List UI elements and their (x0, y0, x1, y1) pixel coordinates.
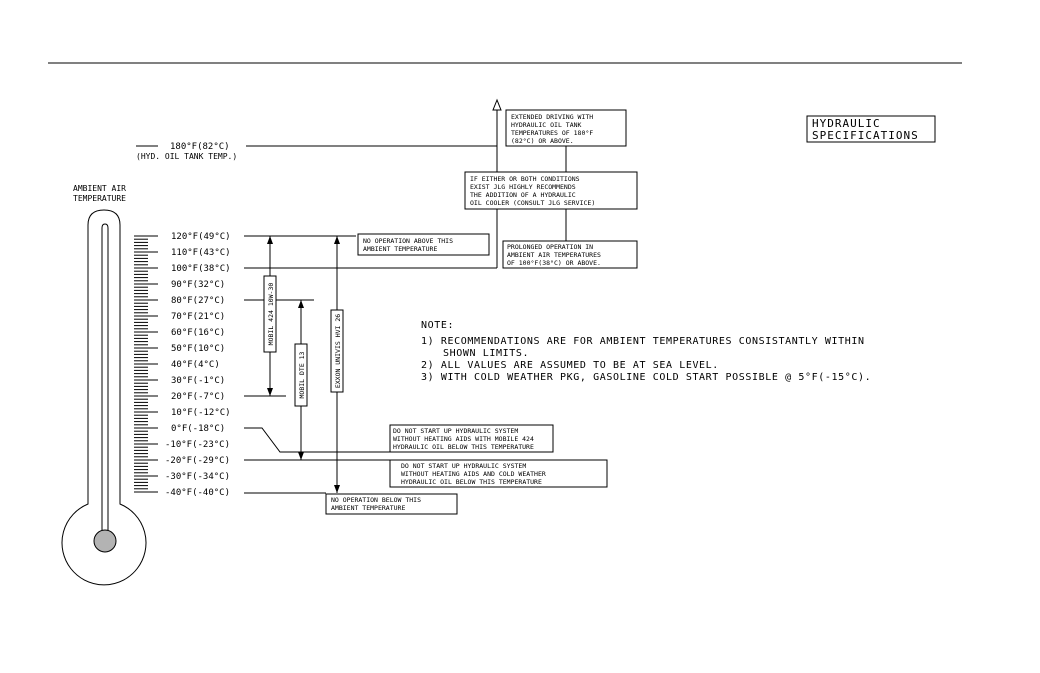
svg-text:THE ADDITION OF A HYDRAULIC: THE ADDITION OF A HYDRAULIC (470, 191, 576, 199)
svg-text:HYDRAULIC OIL BELOW THIS TEMPE: HYDRAULIC OIL BELOW THIS TEMPERATURE (401, 478, 542, 486)
temp-label-minus-40: -40°F(-40°C) (165, 488, 230, 498)
oil-label-mobil-424: MOBIL 424 10W-30 (267, 283, 275, 346)
svg-text:NO OPERATION ABOVE THIS: NO OPERATION ABOVE THIS (363, 237, 453, 245)
temp-label-90: 90°F(32°C) (171, 280, 225, 290)
temp-label-110: 110°F(43°C) (171, 248, 231, 258)
note-2: 2) ALL VALUES ARE ASSUMED TO BE AT SEA L… (421, 360, 719, 371)
temp-label-50: 50°F(10°C) (171, 344, 225, 354)
temperature-scale-ticks (134, 235, 158, 493)
svg-text:PROLONGED OPERATION IN: PROLONGED OPERATION IN (507, 243, 593, 251)
temperature-labels: 120°F(49°C) 110°F(43°C) 100°F(38°C) 90°F… (165, 232, 497, 498)
svg-text:WITHOUT HEATING AIDS WITH MOBI: WITHOUT HEATING AIDS WITH MOBILE 424 (393, 435, 534, 443)
svg-text:NO OPERATION BELOW THIS: NO OPERATION BELOW THIS (331, 496, 421, 504)
title-line-2: SPECIFICATIONS (812, 129, 919, 142)
tank-temp-value: 180°F(82°C) (170, 142, 230, 152)
callout-no-operation-above: NO OPERATION ABOVE THIS AMBIENT TEMPERAT… (357, 233, 490, 256)
svg-text:AMBIENT TEMPERATURE: AMBIENT TEMPERATURE (363, 245, 437, 253)
svg-text:EXIST JLG HIGHLY RECOMMENDS: EXIST JLG HIGHLY RECOMMENDS (470, 183, 576, 191)
note-3: 3) WITH COLD WEATHER PKG, GASOLINE COLD … (421, 372, 871, 383)
svg-text:HYDRAULIC OIL TANK: HYDRAULIC OIL TANK (511, 121, 582, 129)
ambient-label-line-2: TEMPERATURE (73, 194, 126, 203)
svg-text:AMBIENT TEMPERATURE: AMBIENT TEMPERATURE (331, 504, 405, 512)
thermometer-bulb (93, 529, 117, 553)
temp-label-30: 30°F(-1°C) (171, 376, 225, 386)
temp-label-0: 0°F(-18°C) (171, 424, 225, 434)
oil-range-mobil-424: MOBIL 424 10W-30 (263, 236, 277, 396)
svg-text:OIL COOLER (CONSULT JLG SERVIC: OIL COOLER (CONSULT JLG SERVICE) (470, 199, 595, 207)
callout-no-start-mobil-424: DO NOT START UP HYDRAULIC SYSTEM WITHOUT… (389, 424, 554, 453)
oil-range-mobil-dte: MOBIL DTE 13 (294, 300, 308, 460)
temp-label-20: 20°F(-7°C) (171, 392, 225, 402)
oil-label-mobil-dte: MOBIL DTE 13 (298, 351, 306, 398)
ambient-label-line-1: AMBIENT AIR (73, 184, 126, 193)
temp-label-minus-20: -20°F(-29°C) (165, 456, 230, 466)
tank-temp-marker: 180°F(82°C) (HYD. OIL TANK TEMP.) (136, 142, 497, 161)
svg-text:HYDRAULIC OIL BELOW THIS TEMPE: HYDRAULIC OIL BELOW THIS TEMPERATURE (393, 443, 534, 451)
temp-label-40: 40°F(4°C) (171, 360, 220, 370)
notes-block: NOTE: 1) RECOMMENDATIONS ARE FOR AMBIENT… (421, 320, 871, 383)
tank-temp-note: (HYD. OIL TANK TEMP.) (136, 152, 237, 161)
temp-label-70: 70°F(21°C) (171, 312, 225, 322)
temp-label-minus-30: -30°F(-34°C) (165, 472, 230, 482)
callout-no-operation-below: NO OPERATION BELOW THIS AMBIENT TEMPERAT… (325, 493, 458, 515)
callout-prolonged-operation: PROLONGED OPERATION IN AMBIENT AIR TEMPE… (502, 240, 638, 269)
temp-label-120: 120°F(49°C) (171, 232, 231, 242)
temp-label-10: 10°F(-12°C) (171, 408, 231, 418)
svg-text:TEMPERATURES OF 180°F: TEMPERATURES OF 180°F (511, 129, 593, 137)
title-box: HYDRAULIC SPECIFICATIONS (806, 115, 936, 143)
thermometer (61, 209, 147, 586)
temp-label-80: 80°F(27°C) (171, 296, 225, 306)
svg-text:EXTENDED DRIVING WITH: EXTENDED DRIVING WITH (511, 113, 593, 121)
svg-text:DO NOT START UP HYDRAULIC SYST: DO NOT START UP HYDRAULIC SYSTEM (401, 462, 526, 470)
svg-text:IF EITHER OR BOTH CONDITIONS: IF EITHER OR BOTH CONDITIONS (470, 175, 580, 183)
notes-heading: NOTE: (421, 320, 454, 331)
oil-range-exxon: EXXON UNIVIS HVI 26 (330, 236, 344, 493)
svg-text:(82°C) OR ABOVE.: (82°C) OR ABOVE. (511, 137, 574, 145)
svg-text:WITHOUT HEATING AIDS AND COLD: WITHOUT HEATING AIDS AND COLD WEATHER (401, 470, 546, 478)
temp-label-minus-10: -10°F(-23°C) (165, 440, 230, 450)
callout-oil-cooler: IF EITHER OR BOTH CONDITIONS EXIST JLG H… (464, 171, 638, 210)
callout-no-start-cold-weather: DO NOT START UP HYDRAULIC SYSTEM WITHOUT… (389, 459, 608, 488)
svg-text:DO NOT START UP HYDRAULIC SYST: DO NOT START UP HYDRAULIC SYSTEM (393, 427, 518, 435)
oil-label-exxon: EXXON UNIVIS HVI 26 (334, 314, 342, 388)
temp-label-100: 100°F(38°C) (171, 264, 231, 274)
svg-text:AMBIENT AIR TEMPERATURES: AMBIENT AIR TEMPERATURES (507, 251, 601, 259)
temp-label-60: 60°F(16°C) (171, 328, 225, 338)
note-1: 1) RECOMMENDATIONS ARE FOR AMBIENT TEMPE… (421, 336, 865, 347)
note-1-cont: SHOWN LIMITS. (443, 348, 529, 359)
title-line-1: HYDRAULIC (812, 117, 881, 130)
callout-extended-driving: EXTENDED DRIVING WITH HYDRAULIC OIL TANK… (505, 109, 627, 147)
svg-text:OF 100°F(38°C) OR ABOVE.: OF 100°F(38°C) OR ABOVE. (507, 259, 601, 267)
